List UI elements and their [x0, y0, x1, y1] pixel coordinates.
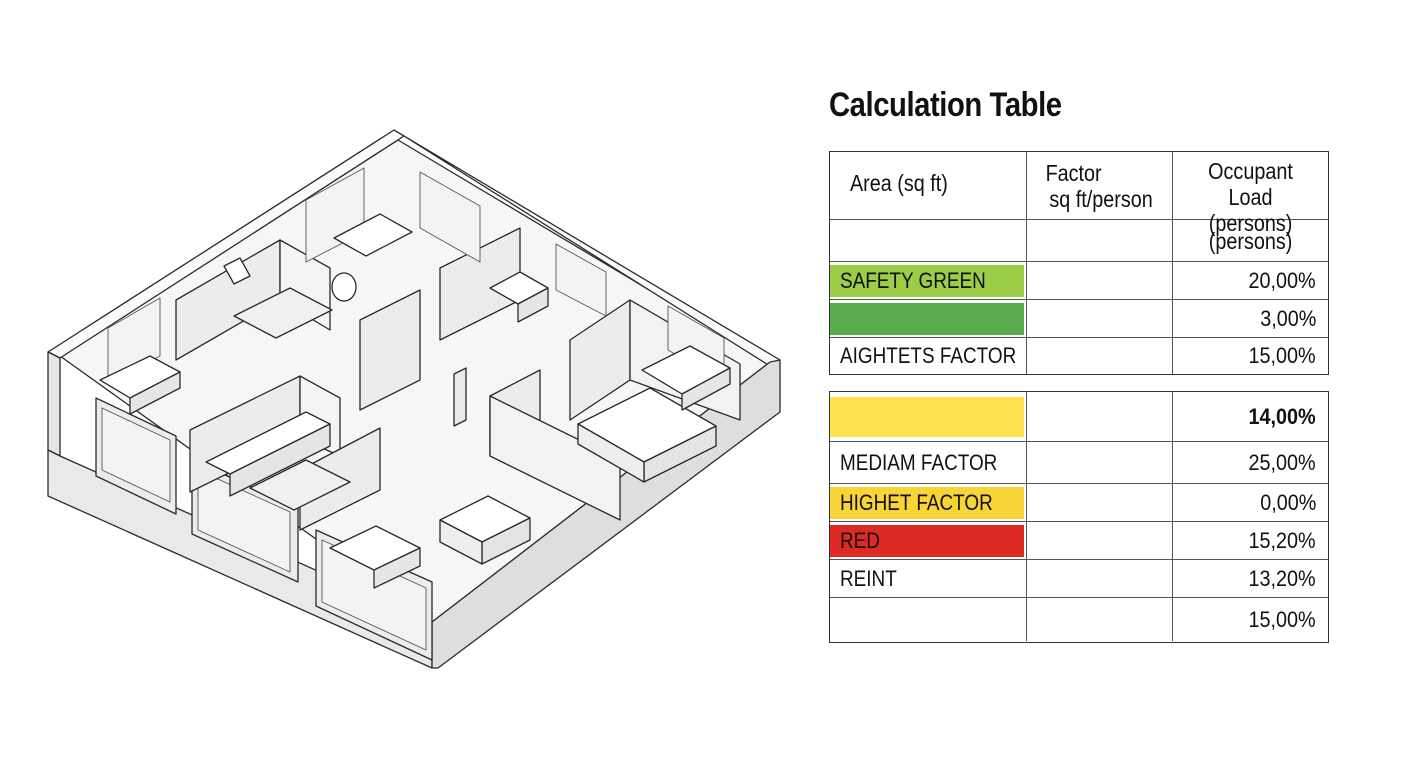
- table-row: REINT 13,20%: [830, 560, 1328, 598]
- row-value: 0,00%: [1259, 489, 1316, 515]
- table-row: AIGHTETS FACTOR 15,00%: [830, 338, 1328, 374]
- header-occupant-load: Occupant Load(persons): [1208, 158, 1293, 236]
- row-label: RED: [830, 524, 1024, 557]
- page-title: Calculation Table: [829, 86, 1062, 124]
- row-label: [830, 396, 1024, 437]
- row-value: 15,00%: [1248, 606, 1316, 632]
- row-value: 3,00%: [1259, 305, 1316, 331]
- partition-wall: [359, 289, 421, 411]
- washing-machine: [331, 272, 357, 302]
- column: [453, 367, 467, 427]
- row-value: 15,00%: [1248, 343, 1316, 368]
- calculation-table-lower: 14,00% MEDIAM FACTOR 25,00% HIGHET FACTO…: [829, 391, 1329, 643]
- table-row: SAFETY GREEN 20,00%: [830, 262, 1328, 300]
- header-area: Area (sq ft): [849, 170, 948, 196]
- sub-header-row: (persons): [830, 220, 1328, 262]
- table-row: RED 15,20%: [830, 522, 1328, 560]
- desk: [333, 213, 413, 257]
- kitchen-floor-tiles: [249, 459, 351, 511]
- row-label: AIGHTETS FACTOR: [840, 343, 1017, 368]
- row-value: 25,00%: [1248, 449, 1316, 475]
- row-label: HIGHET FACTOR: [830, 486, 1024, 519]
- toilet: [223, 257, 251, 285]
- row-label: [830, 604, 1024, 636]
- outer-wall-face-left: [47, 351, 61, 457]
- isometric-floor-plan: [47, 129, 781, 669]
- row-label: MEDIAM FACTOR: [840, 449, 998, 475]
- row-value: 15,20%: [1248, 527, 1316, 553]
- bathroom-floor-tiles: [233, 287, 333, 339]
- row-value: 13,20%: [1248, 565, 1316, 591]
- table-row: 15,00%: [830, 598, 1328, 641]
- table-row: MEDIAM FACTOR 25,00%: [830, 442, 1328, 484]
- partition-wall: [489, 395, 621, 521]
- row-value: 20,00%: [1248, 267, 1316, 293]
- table-row: 14,00%: [830, 392, 1328, 442]
- row-value: 14,00%: [1248, 403, 1316, 429]
- table-row: 3,00%: [830, 300, 1328, 338]
- row-label: SAFETY GREEN: [830, 264, 1024, 297]
- table-row: HIGHET FACTOR 0,00%: [830, 484, 1328, 522]
- row-label: REINT: [840, 565, 897, 591]
- sub-header-persons: (persons): [1208, 228, 1293, 254]
- row-label: [830, 302, 1024, 335]
